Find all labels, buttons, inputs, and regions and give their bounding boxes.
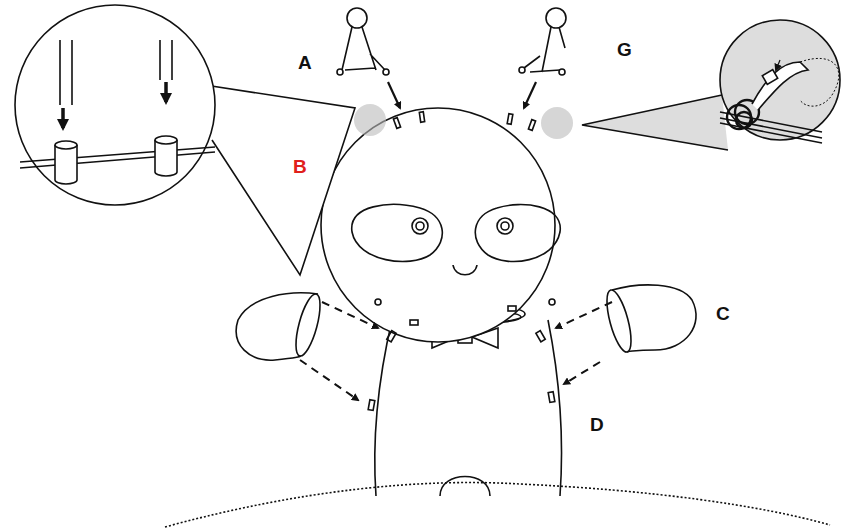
part-letter: D: [590, 415, 604, 434]
part-letter: A: [298, 53, 312, 72]
part-letter: C: [716, 304, 730, 323]
part-letter: B: [293, 157, 307, 176]
part-letter: G: [617, 40, 632, 59]
